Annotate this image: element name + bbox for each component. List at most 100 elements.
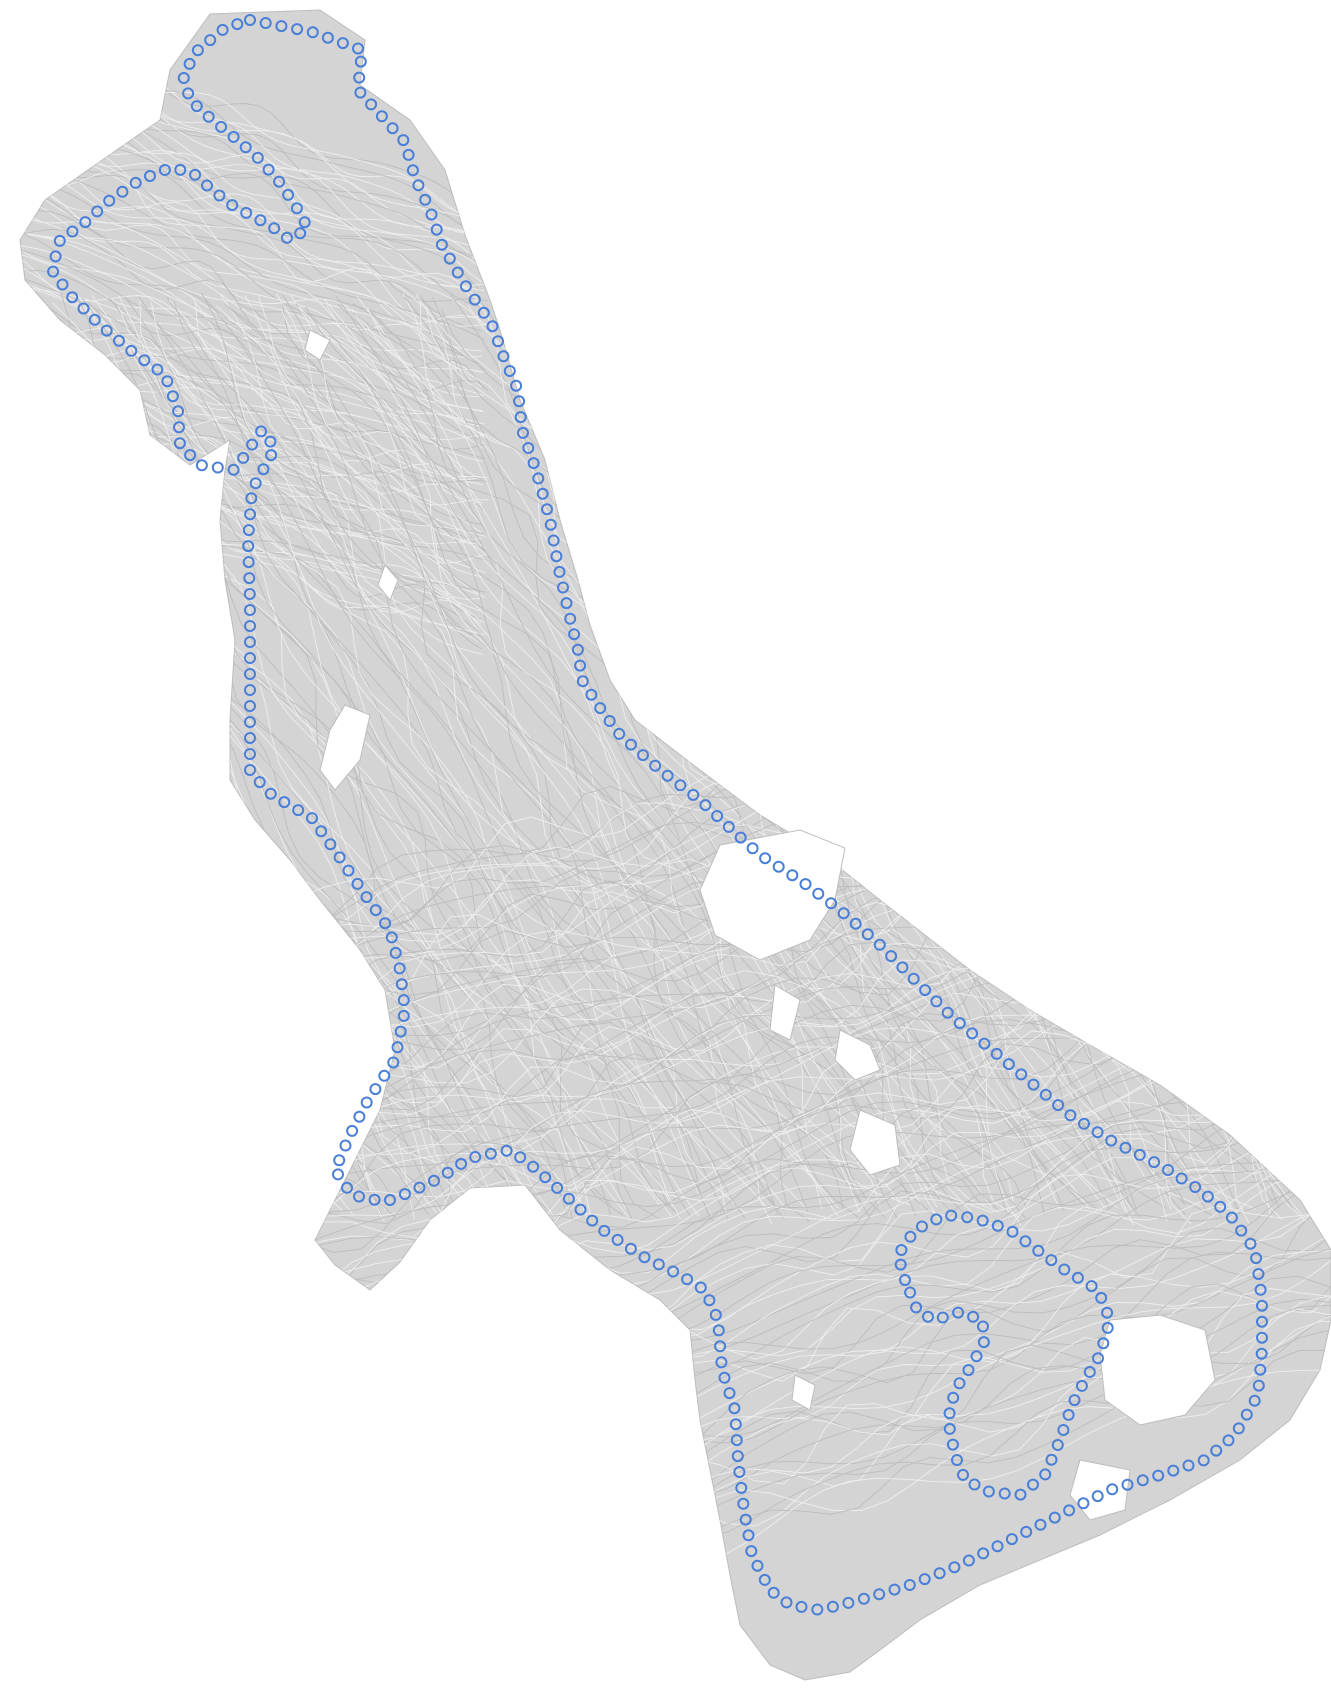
boundary-marker [425, 208, 438, 221]
boundary-marker [734, 831, 747, 844]
boundary-marker [246, 438, 259, 451]
boundary-marker [1256, 1331, 1268, 1344]
boundary-marker [204, 34, 217, 47]
boundary-marker [369, 1083, 382, 1096]
contour-line [415, 293, 1016, 1212]
boundary-route [47, 14, 1268, 1616]
boundary-marker [978, 1037, 991, 1050]
boundary-marker [903, 1579, 916, 1591]
boundary-marker [943, 1407, 956, 1420]
boundary-marker [341, 1181, 353, 1194]
boundary-marker [970, 1350, 983, 1363]
boundary-marker [336, 37, 349, 50]
boundary-marker [191, 44, 204, 57]
boundary-marker [1235, 1224, 1248, 1237]
boundary-marker [386, 122, 399, 135]
boundary-marker [419, 193, 432, 206]
boundary-marker [47, 265, 60, 278]
boundary-marker [899, 1274, 911, 1286]
boundary-marker [253, 776, 266, 789]
boundary-marker [360, 1096, 373, 1109]
contour-line [258, 296, 860, 1213]
boundary-marker [368, 1193, 381, 1206]
boundary-marker [240, 206, 253, 219]
boundary-marker [751, 1559, 764, 1572]
boundary-marker [1057, 1424, 1070, 1436]
boundary-marker [435, 238, 448, 251]
boundary-marker [161, 375, 174, 388]
boundary-marker [1121, 1478, 1134, 1491]
boundary-marker [353, 1190, 365, 1203]
boundary-marker [714, 1340, 727, 1353]
boundary-marker [244, 732, 256, 744]
boundary-marker [1005, 1533, 1018, 1546]
contour-line [20, 293, 488, 479]
boundary-marker [560, 597, 573, 610]
boundary-marker [1015, 1068, 1028, 1081]
contour-line [20, 227, 489, 393]
boundary-marker [849, 917, 862, 930]
boundary-marker [943, 1422, 956, 1435]
boundary-marker [158, 164, 171, 176]
boundary-marker [514, 1151, 527, 1164]
boundary-marker [321, 31, 334, 44]
contour-line [289, 293, 902, 1204]
boundary-marker [173, 437, 186, 450]
boundary-marker [745, 1545, 758, 1558]
boundary-marker [1078, 1117, 1090, 1130]
boundary-marker [1136, 1474, 1149, 1487]
boundary-marker [77, 302, 90, 315]
boundary-marker [351, 877, 364, 890]
boundary-marker [166, 390, 179, 403]
boundary-marker [353, 71, 366, 84]
boundary-marker [389, 946, 402, 959]
boundary-marker [1002, 1058, 1015, 1071]
boundary-marker [976, 1214, 989, 1227]
clearing [319, 704, 371, 791]
boundary-marker [1039, 1088, 1052, 1101]
boundary-marker [226, 199, 239, 212]
boundary-marker [1062, 1408, 1075, 1421]
boundary-marker [896, 961, 909, 974]
boundary-marker [857, 1592, 870, 1605]
boundary-marker [379, 917, 392, 930]
boundary-marker [861, 928, 874, 941]
clearing [849, 1109, 901, 1176]
boundary-marker [722, 820, 735, 833]
boundary-marker [522, 442, 535, 454]
boundary-marker [255, 425, 268, 438]
contour-line [197, 312, 811, 1222]
boundary-marker [687, 788, 700, 801]
boundary-marker [613, 727, 626, 740]
boundary-marker [571, 643, 584, 656]
boundary-marker [553, 565, 566, 578]
boundary-marker [574, 1203, 587, 1216]
boundary-marker [151, 363, 164, 376]
boundary-marker [385, 931, 398, 944]
contour-line [20, 166, 481, 365]
boundary-marker [397, 994, 410, 1007]
boundary-marker [598, 1224, 611, 1237]
boundary-marker [947, 1391, 960, 1404]
boundary-marker [268, 222, 281, 235]
boundary-marker [895, 1244, 908, 1256]
boundary-marker [728, 1402, 741, 1415]
boundary-marker [945, 1209, 958, 1222]
boundary-marker [1052, 1099, 1065, 1112]
boundary-marker [825, 897, 838, 910]
boundary-marker [211, 461, 224, 474]
clearings [304, 329, 1216, 1521]
boundary-marker [227, 463, 240, 476]
boundary-marker [66, 225, 79, 238]
contour-line [20, 249, 484, 438]
boundary-marker [1232, 1422, 1245, 1435]
boundary-marker [213, 189, 226, 202]
boundary-marker [715, 1356, 728, 1369]
boundary-marker [244, 636, 256, 648]
boundary-marker [184, 449, 197, 462]
boundary-marker [910, 1301, 923, 1314]
boundary-marker [354, 86, 367, 99]
boundary-marker [1119, 1141, 1132, 1154]
boundary-marker [936, 1311, 949, 1324]
